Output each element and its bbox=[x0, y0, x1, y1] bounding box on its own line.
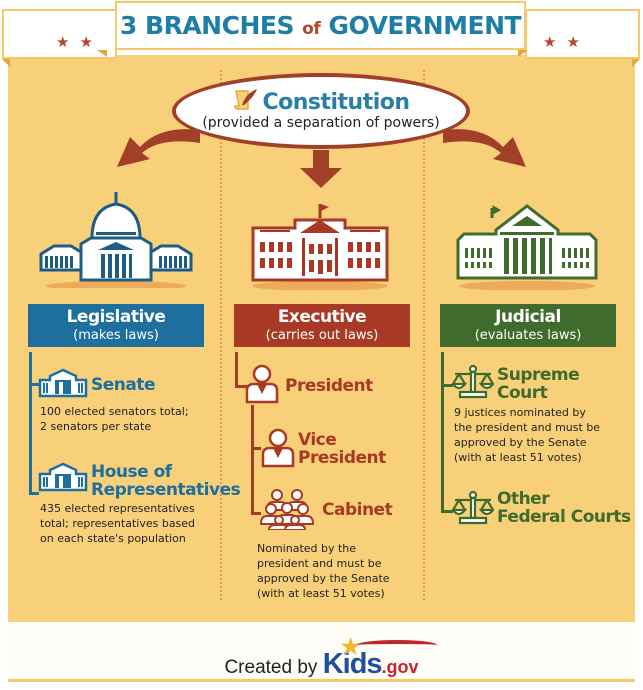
text-line: approved by the Senate bbox=[257, 572, 390, 585]
text-line: (with at least 51 votes) bbox=[257, 587, 385, 600]
created-by-text: Created by bbox=[224, 657, 323, 678]
text-line: on each state's population bbox=[40, 532, 186, 545]
constitution-oval: Constitution (provided a separation of p… bbox=[172, 73, 470, 149]
tree-branch-line bbox=[251, 447, 261, 450]
item-cabinet: Cabinet bbox=[322, 500, 393, 520]
branch-name: Judicial bbox=[495, 307, 561, 327]
text-line: 100 elected senators total; bbox=[40, 405, 189, 418]
item-supreme-court: Supreme Court bbox=[497, 365, 580, 403]
tree-branch-line bbox=[29, 383, 39, 386]
ribbon-fold bbox=[632, 59, 640, 67]
ribbon-fold bbox=[518, 50, 528, 57]
tree-branch-line bbox=[235, 385, 247, 388]
building-icon bbox=[38, 462, 88, 492]
arrow-left-icon bbox=[117, 129, 200, 167]
scales-icon bbox=[452, 364, 494, 399]
text-line: 435 elected representatives bbox=[40, 502, 195, 515]
credit-line: Created by ★Kids.gov bbox=[8, 634, 635, 681]
label-line: Other bbox=[497, 489, 550, 509]
cabinet-description: Nominated by the president and must be a… bbox=[257, 541, 390, 601]
text-line: 9 justices nominated by bbox=[454, 406, 586, 419]
text-line: the president and must be bbox=[454, 421, 601, 434]
capitol-building-icon bbox=[39, 192, 193, 288]
item-other-federal-courts: Other Federal Courts bbox=[497, 490, 631, 526]
right-ribbon: ★★ bbox=[525, 9, 640, 59]
logo-gov: .gov bbox=[381, 657, 419, 677]
text-line: total; representatives based bbox=[40, 517, 196, 530]
tree-branch-line bbox=[441, 510, 453, 513]
tree-line bbox=[29, 352, 32, 494]
ribbon-fold bbox=[2, 59, 10, 67]
title-suffix: GOVERNMENT bbox=[320, 11, 522, 40]
branch-description: (evaluates laws) bbox=[474, 328, 582, 343]
label-line: Vice bbox=[298, 430, 337, 450]
column-divider bbox=[423, 70, 425, 600]
logo-kids: Kids bbox=[322, 648, 383, 680]
tree-branch-line bbox=[29, 492, 39, 495]
supreme-court-description: 9 justices nominated by the president an… bbox=[454, 405, 600, 465]
tree-branch-line bbox=[441, 384, 453, 387]
constitution-subtitle: (provided a separation of powers) bbox=[202, 115, 440, 131]
white-house-icon bbox=[251, 204, 389, 290]
star-icon: ★ bbox=[340, 634, 361, 659]
text-line: approved by the Senate bbox=[454, 436, 587, 449]
label-line: President bbox=[298, 448, 386, 468]
kids-gov-logo[interactable]: ★Kids.gov bbox=[322, 634, 437, 680]
label-line: Supreme bbox=[497, 365, 580, 385]
page-title: 3 BRANCHES of GOVERNMENT bbox=[117, 3, 524, 52]
scroll-quill-icon bbox=[234, 89, 258, 110]
group-icon bbox=[259, 489, 315, 530]
building-icon bbox=[38, 368, 88, 398]
item-house-of-representatives: House of Representatives bbox=[91, 462, 241, 500]
branch-header-legislative: Legislative (makes laws) bbox=[28, 304, 204, 347]
footer: Created by ★Kids.gov bbox=[8, 622, 635, 682]
stars-right: ★★ bbox=[543, 33, 590, 51]
column-divider bbox=[220, 70, 222, 600]
item-senate: Senate bbox=[91, 375, 156, 395]
text-line: (with at least 51 votes) bbox=[454, 451, 582, 464]
item-vice-president: Vice President bbox=[298, 431, 386, 467]
person-icon bbox=[245, 364, 279, 404]
label-line: Court bbox=[497, 383, 548, 403]
senate-description: 100 elected senators total; 2 senators p… bbox=[40, 404, 189, 434]
branch-name: Legislative bbox=[66, 307, 166, 327]
tree-line bbox=[441, 352, 444, 512]
person-icon bbox=[261, 428, 295, 468]
title-of: of bbox=[302, 19, 321, 39]
label-line: Federal Courts bbox=[497, 507, 631, 527]
branch-name: Executive bbox=[277, 307, 367, 327]
title-banner: 3 BRANCHES of GOVERNMENT bbox=[115, 1, 526, 50]
item-president: President bbox=[285, 376, 373, 396]
text-line: president and must be bbox=[257, 557, 382, 570]
constitution-title-text: Constitution bbox=[262, 90, 410, 115]
tree-line bbox=[235, 352, 238, 387]
swoosh-icon bbox=[356, 640, 437, 650]
tree-branch-line bbox=[251, 512, 261, 515]
arrow-down-icon bbox=[300, 150, 342, 188]
arrow-right-icon bbox=[443, 129, 526, 167]
house-description: 435 elected representatives total; repre… bbox=[40, 501, 195, 546]
constitution-title: Constitution bbox=[176, 87, 466, 115]
branch-description: (makes laws) bbox=[73, 328, 159, 343]
supreme-court-building-icon bbox=[456, 204, 598, 290]
branch-header-executive: Executive (carries out laws) bbox=[234, 304, 410, 347]
label-line: House of bbox=[91, 462, 172, 482]
stars-left: ★★ bbox=[56, 33, 103, 51]
branch-description: (carries out laws) bbox=[265, 328, 379, 343]
ribbon-fold bbox=[97, 50, 107, 57]
branch-header-judicial: Judicial (evaluates laws) bbox=[440, 304, 616, 347]
label-line: Representatives bbox=[91, 480, 241, 500]
text-line: Nominated by the bbox=[257, 542, 357, 555]
tree-line bbox=[251, 405, 254, 515]
text-line: 2 senators per state bbox=[40, 420, 152, 433]
title-prefix: 3 BRANCHES bbox=[119, 11, 303, 40]
scales-icon bbox=[452, 490, 494, 525]
